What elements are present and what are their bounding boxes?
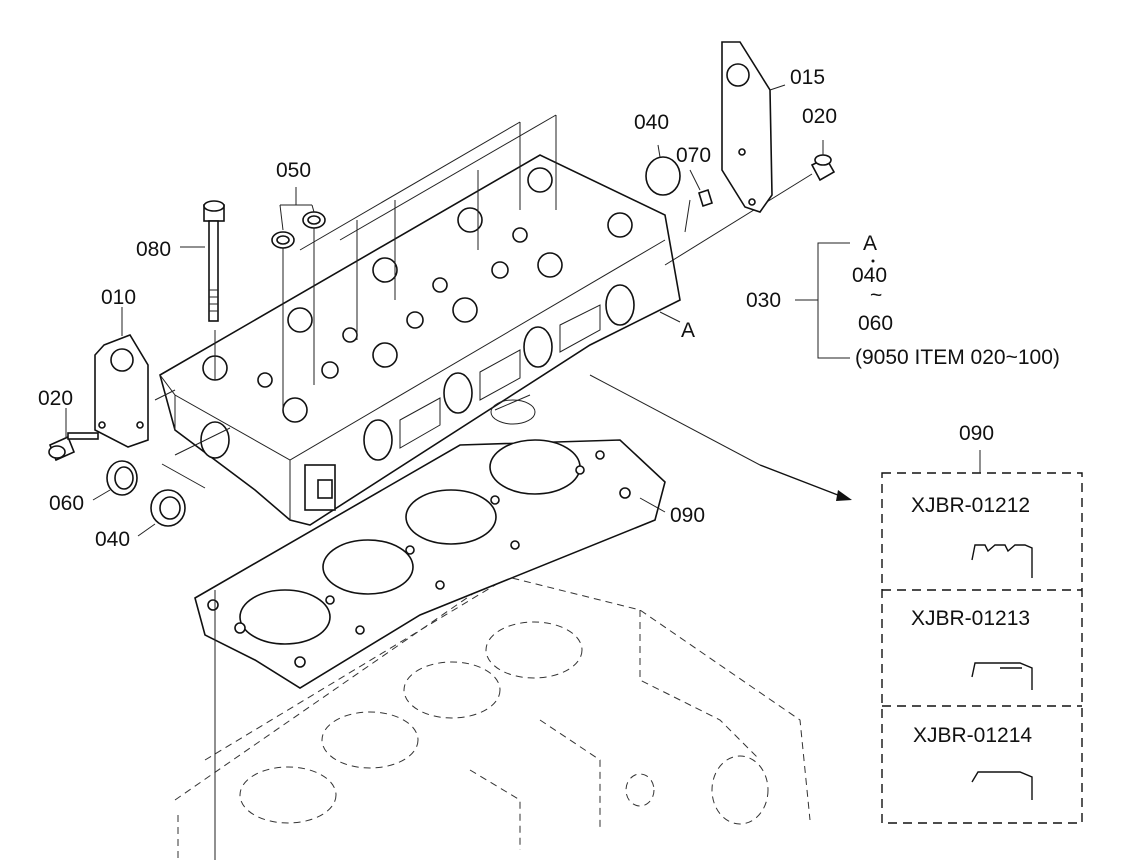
kit-030-ref: A	[863, 232, 877, 255]
detail-090-variant-2: XJBR-01213	[911, 607, 1030, 630]
view-a-leader	[659, 311, 681, 323]
alignment-lines	[154, 114, 852, 860]
kit-030-note: (9050 ITEM 020~100)	[855, 346, 1060, 369]
callout-015: 015	[790, 66, 825, 89]
callout-040-left: 040	[95, 528, 130, 551]
rings-050	[271, 187, 326, 249]
callout-090-gasket: 090	[670, 504, 705, 527]
callout-030: 030	[746, 289, 781, 312]
view-a-marker: A	[681, 319, 695, 342]
callout-020-left: 020	[38, 387, 73, 410]
bolt-020-left	[48, 408, 99, 462]
bolt-080	[180, 200, 225, 322]
plug-040-top	[645, 144, 681, 196]
detail-box-090	[881, 450, 1083, 824]
bolt-020-top	[810, 140, 836, 182]
cylinder-head	[159, 154, 681, 526]
gasket-profile-1	[971, 544, 1033, 578]
detail-090-label: 090	[959, 422, 994, 445]
kit-030-from: 040	[852, 264, 887, 287]
plug-040-left	[137, 489, 186, 537]
callout-020-top: 020	[802, 105, 837, 128]
gasket-profile-3	[971, 771, 1033, 800]
gasket-profile-2	[971, 662, 1033, 690]
bracket-015	[721, 41, 786, 213]
head-gasket	[194, 439, 666, 689]
kit-030-bracket	[795, 242, 875, 359]
callout-060: 060	[49, 492, 84, 515]
gasket-090-leader	[639, 497, 666, 513]
bracket-010	[94, 307, 149, 448]
callout-010: 010	[101, 286, 136, 309]
seal-060	[92, 460, 138, 501]
engine-block-outline	[174, 569, 811, 860]
callout-040-top: 040	[634, 111, 669, 134]
detail-090-variant-1: XJBR-01212	[911, 494, 1030, 517]
detail-090-variant-3: XJBR-01214	[913, 724, 1032, 747]
kit-030-to: 060	[858, 312, 893, 335]
kit-030-range-symbol: ~	[870, 284, 882, 307]
callout-080: 080	[136, 238, 171, 261]
pin-070	[684, 169, 713, 233]
callout-070: 070	[676, 144, 711, 167]
callout-050: 050	[276, 159, 311, 182]
